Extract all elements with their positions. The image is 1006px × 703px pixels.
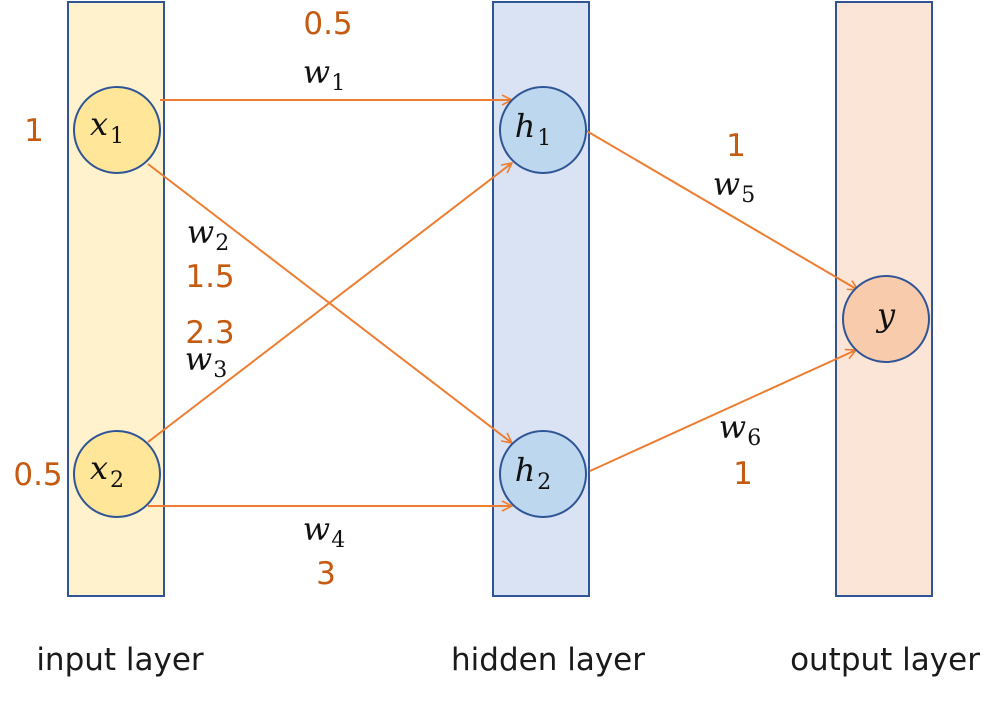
output-layer-label: output layer (790, 642, 980, 678)
edge-w5 (584, 129, 858, 290)
node-h1-circle (499, 86, 587, 174)
weight-w6-symbol: w (719, 408, 746, 446)
svg-text:w6: w6 (719, 408, 761, 451)
weight-w5-value: 1 (726, 128, 746, 164)
weight-w5-symbol: w (713, 165, 740, 203)
svg-text:h1: h1 (515, 107, 552, 151)
weight-w2-value: 1.5 (185, 259, 234, 295)
edge-w6 (589, 350, 856, 472)
svg-text:w2: w2 (187, 213, 229, 256)
weight-w2: w2 1.5 (185, 213, 234, 295)
weight-w3-symbol: w (185, 340, 212, 378)
weight-w5: 1 w5 (713, 128, 755, 208)
input-value-x2: 0.5 (13, 457, 62, 493)
node-h2-subscript: 2 (537, 470, 551, 495)
node-x1-label: x (90, 105, 108, 143)
weight-w3-subscript: 3 (213, 358, 227, 383)
node-x1-subscript: 1 (110, 124, 124, 149)
weight-w4-symbol: w (303, 510, 330, 548)
edge-w3 (147, 163, 512, 443)
svg-text:w5: w5 (713, 165, 755, 208)
svg-text:x1: x1 (90, 105, 124, 149)
weight-w3-value: 2.3 (185, 315, 234, 351)
node-h2: h2 (499, 430, 587, 518)
weight-w2-symbol: w (187, 213, 214, 251)
input-value-x1: 1 (24, 113, 44, 149)
node-y-label: y (875, 296, 896, 334)
node-h1-subscript: 1 (537, 126, 551, 151)
node-h1-label: h (515, 107, 536, 145)
node-x2: x2 (73, 430, 161, 518)
node-y-circle (842, 275, 930, 363)
node-h2-label: h (515, 451, 536, 489)
svg-text:x2: x2 (90, 449, 124, 493)
weight-w2-subscript: 2 (215, 231, 229, 256)
hidden-layer-label: hidden layer (451, 642, 645, 678)
weight-w1-symbol: w (303, 53, 330, 91)
weight-w1-value: 0.5 (303, 6, 352, 42)
weight-w4: w4 3 (303, 510, 345, 592)
node-h1: h1 (499, 86, 587, 174)
weight-w6-subscript: 6 (747, 426, 761, 451)
weight-w1: 0.5 w1 (303, 6, 353, 96)
weight-w6-value: 1 (733, 456, 753, 492)
weight-w3: 2.3 w3 (185, 315, 235, 383)
node-h2-circle (499, 430, 587, 518)
edges (147, 100, 858, 506)
weight-w4-subscript: 4 (331, 528, 345, 553)
svg-text:w4: w4 (303, 510, 345, 553)
node-x2-label: x (90, 449, 108, 487)
weight-w4-value: 3 (316, 556, 336, 592)
node-x2-circle (73, 430, 161, 518)
weight-w5-subscript: 5 (741, 183, 755, 208)
node-x2-subscript: 2 (110, 468, 124, 493)
node-x1-circle (73, 86, 161, 174)
node-y: y (842, 275, 930, 363)
node-x1: x1 (73, 86, 161, 174)
weight-w1-subscript: 1 (331, 71, 345, 96)
svg-text:w1: w1 (303, 53, 345, 96)
weight-w6: w6 1 (719, 408, 761, 492)
svg-text:h2: h2 (515, 451, 552, 495)
input-layer-label: input layer (36, 642, 204, 678)
svg-text:w3: w3 (185, 340, 227, 383)
